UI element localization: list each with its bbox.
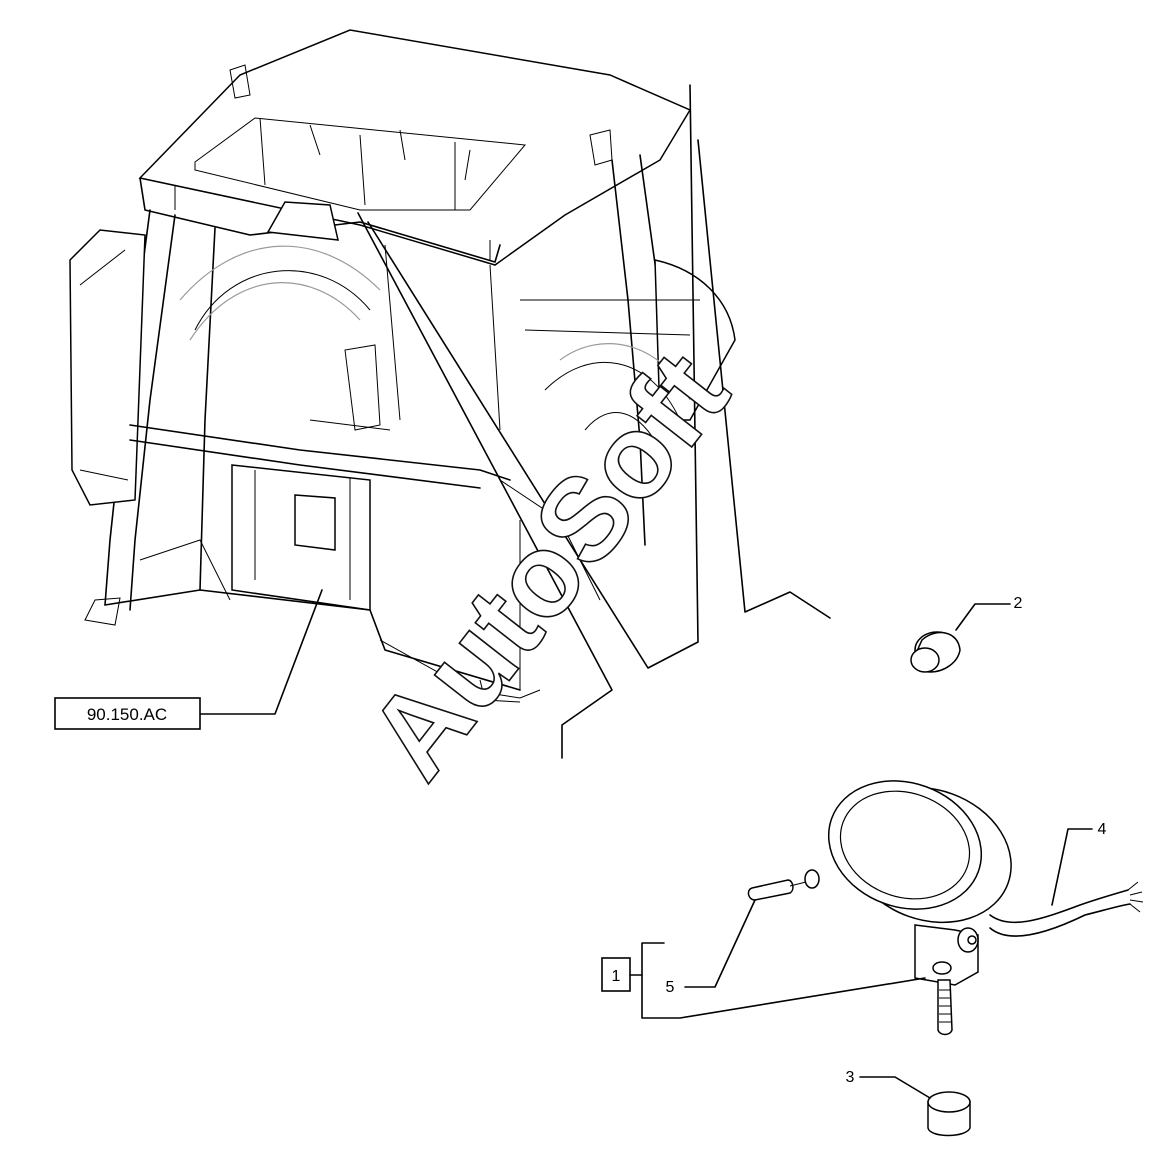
reference-label[interactable]: 90.150.AC — [87, 705, 167, 724]
part-5-bulb: 5 — [666, 869, 820, 996]
reference-callout: 90.150.AC — [54, 589, 323, 730]
leader-lines — [357, 84, 831, 759]
callout-5: 5 — [666, 979, 675, 996]
part-2-grommet: 2 — [910, 595, 1023, 673]
group-1-bracket: 1 — [601, 942, 926, 1019]
part-3-cap: 3 — [846, 1069, 971, 1137]
callout-4: 4 — [1098, 821, 1107, 838]
tractor-cab-drawing — [69, 29, 736, 703]
callout-3: 3 — [846, 1069, 855, 1086]
callout-2: 2 — [1014, 595, 1023, 612]
work-lamp-assembly: 4 — [827, 780, 1144, 1036]
watermark: AutoSoft — [343, 329, 754, 803]
callout-1: 1 — [612, 968, 621, 985]
